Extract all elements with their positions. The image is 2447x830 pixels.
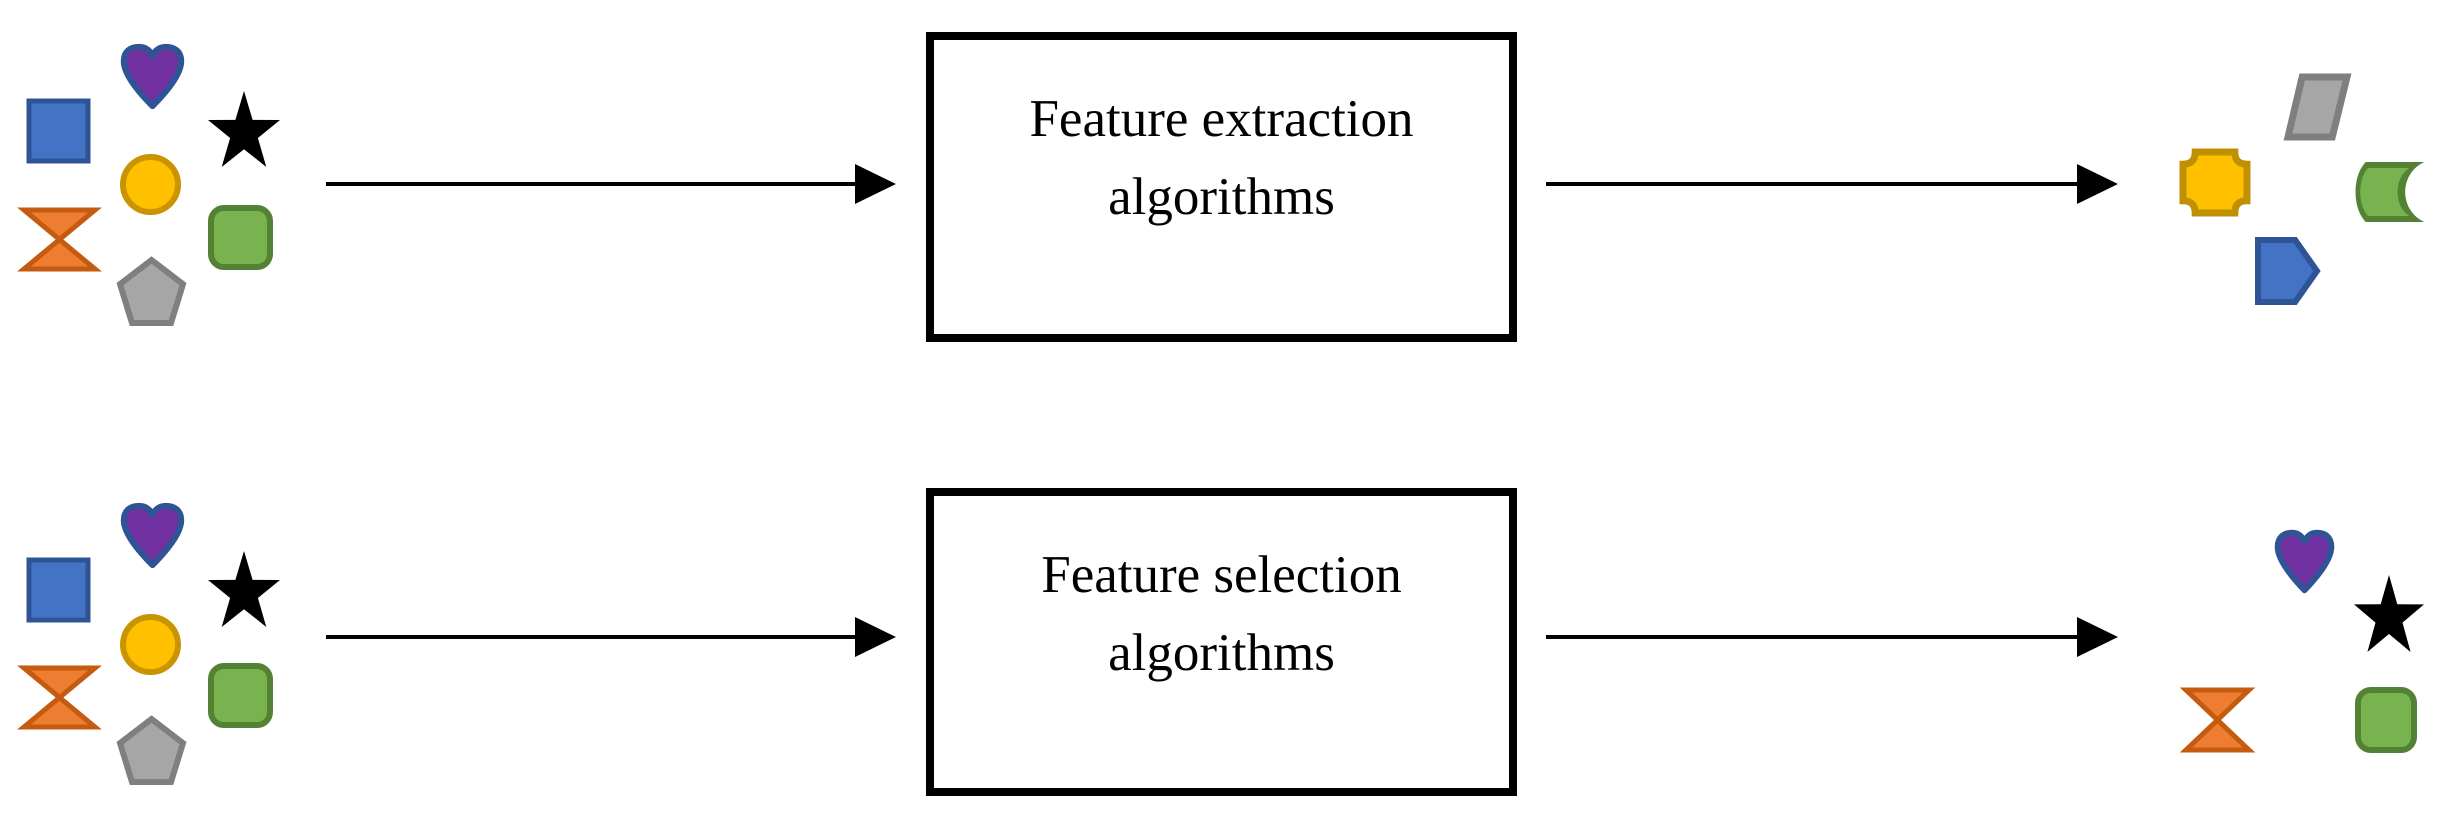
orange-hourglass-shape — [17, 665, 102, 730]
black-star-shape — [208, 551, 280, 627]
feature-extraction-box-label-line1: Feature extraction — [1029, 90, 1414, 148]
gray-pentagon-shape — [116, 256, 187, 326]
feature-extraction-row — [17, 43, 2425, 326]
extraction-to-output-arrow — [1546, 164, 2118, 204]
gray-pentagon-shape — [116, 715, 187, 785]
green-rounded-square-shape — [2355, 687, 2417, 753]
orange-hourglass-shape — [2179, 687, 2256, 753]
blue-pentagon-arrow-shape — [2255, 237, 2321, 305]
input-to-selection-arrow — [326, 617, 896, 657]
purple-heart-shape — [120, 43, 185, 110]
black-star-shape — [2354, 575, 2424, 652]
green-curved-ribbon-shape — [2355, 162, 2425, 222]
gold-circle-shape — [120, 614, 181, 675]
gray-parallelogram-shape — [2283, 73, 2352, 141]
gold-plaque-shape — [2179, 148, 2251, 217]
purple-heart-shape — [2274, 529, 2335, 594]
orange-hourglass-shape — [17, 207, 102, 272]
feature-selection-box: Feature selection algorithms — [926, 488, 1517, 796]
blue-square-shape — [26, 557, 91, 623]
black-star-shape — [208, 91, 280, 167]
green-rounded-square-shape — [208, 205, 273, 270]
feature-extraction-box-label-line2: algorithms — [1108, 168, 1335, 226]
feature-selection-row — [17, 502, 2424, 785]
input-to-extraction-arrow — [326, 164, 896, 204]
gold-circle-shape — [120, 154, 181, 215]
green-rounded-square-shape — [208, 663, 273, 728]
feature-extraction-box: Feature extraction algorithms — [926, 32, 1517, 342]
feature-selection-box-label-line1: Feature selection — [1041, 546, 1402, 604]
feature-selection-box-label-line2: algorithms — [1108, 624, 1335, 682]
blue-square-shape — [26, 98, 91, 164]
purple-heart-shape — [120, 502, 185, 569]
selection-to-output-arrow — [1546, 617, 2118, 657]
